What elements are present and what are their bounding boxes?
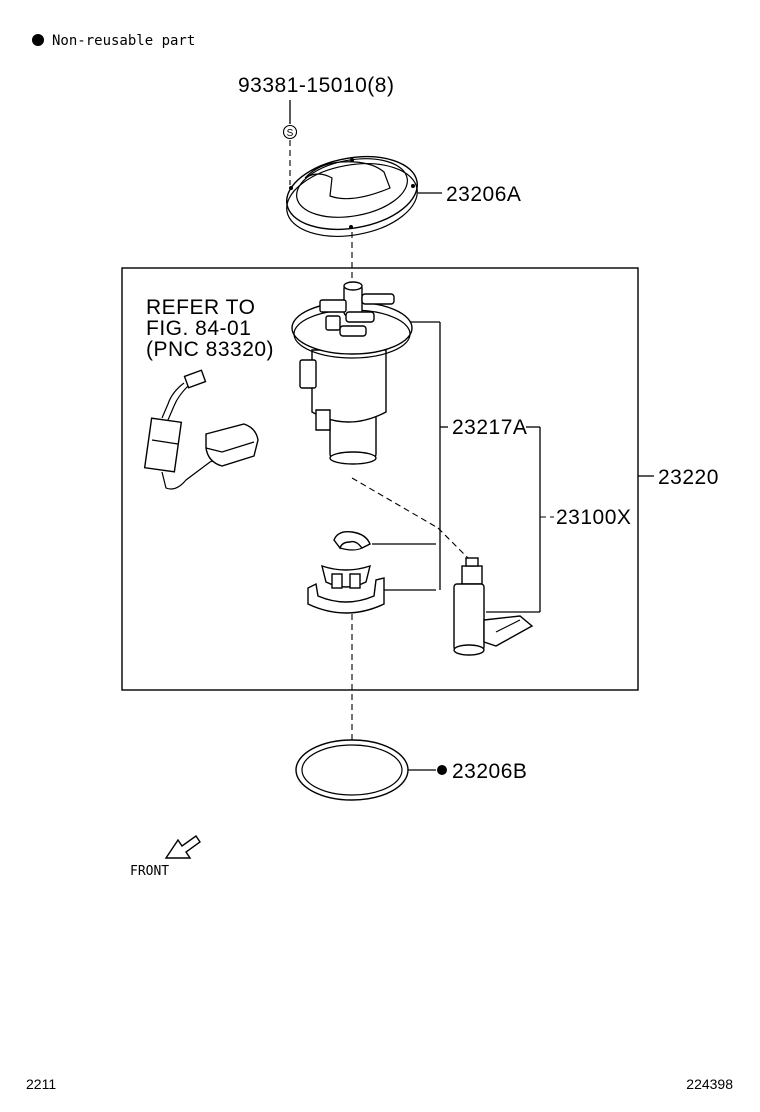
fuel-pump-illustration[interactable]	[453, 557, 534, 656]
front-label: FRONT	[130, 864, 169, 879]
fuel-sender-gauge-illustration	[143, 369, 259, 490]
fuel-pump-part-number[interactable]: 23100X	[556, 506, 631, 529]
front-arrow-icon	[164, 835, 201, 859]
footer-left-code: 2211	[26, 1076, 56, 1092]
bolt-s-symbol	[282, 124, 298, 140]
bolt-part-number[interactable]: 93381-15010(8)	[238, 74, 394, 97]
assembly-part-number[interactable]: 23220	[658, 466, 719, 489]
plate-part-number[interactable]: 23206A	[446, 183, 521, 206]
non-reusable-legend-dot	[32, 34, 44, 46]
gasket-ring-illustration[interactable]	[295, 739, 409, 801]
gasket-non-reusable-dot	[437, 765, 447, 775]
retainer-clip-illustration[interactable]	[333, 530, 371, 551]
non-reusable-legend-text: Non-reusable part	[52, 33, 195, 49]
footer-right-code: 224398	[686, 1076, 733, 1092]
gasket-part-number[interactable]: 23206B	[452, 760, 527, 783]
fuel-pump-module-illustration	[291, 281, 413, 465]
refer-line-1[interactable]: REFER TO	[146, 296, 255, 319]
bolt-s-symbol-letter: S	[287, 128, 294, 139]
fuel-pump-assembly-box	[121, 267, 639, 691]
pump-bracket-illustration[interactable]	[307, 564, 385, 614]
refer-line-2[interactable]: FIG. 84-01	[146, 317, 251, 340]
plate-part-illustration[interactable]	[281, 147, 423, 246]
refer-line-3[interactable]: (PNC 83320)	[146, 338, 274, 361]
pump-bracket-part-number[interactable]: 23217A	[452, 416, 527, 439]
